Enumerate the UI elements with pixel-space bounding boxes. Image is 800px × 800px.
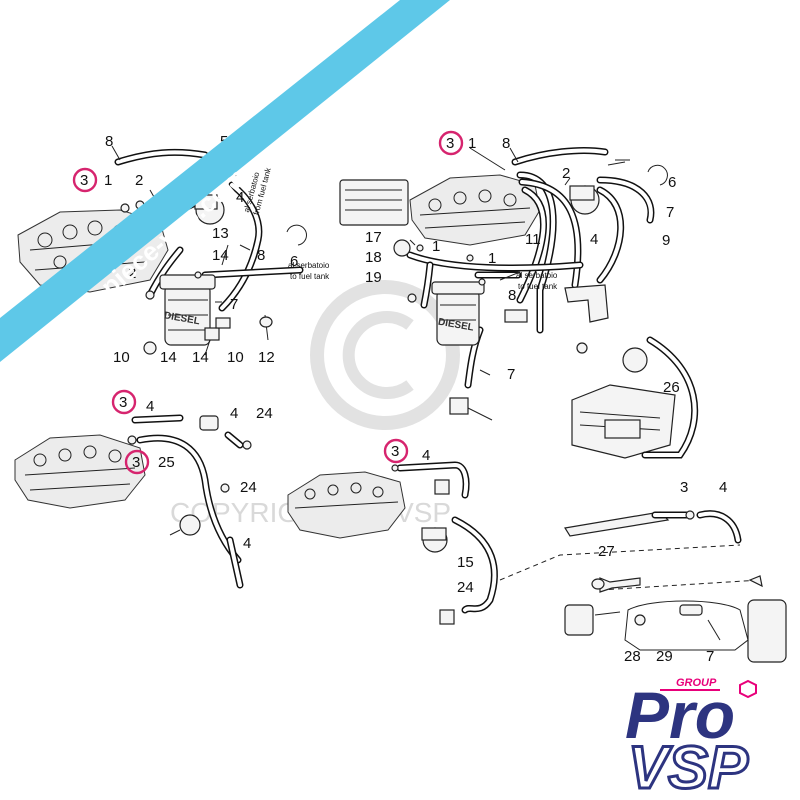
- callout: 17: [365, 229, 382, 246]
- callout: 8: [502, 135, 510, 152]
- callout: 12: [258, 349, 275, 366]
- assembly-middle-center: 3 4 15 24: [287, 438, 498, 625]
- callout: 1: [488, 250, 496, 267]
- callout: 2: [128, 265, 136, 282]
- callout: 26: [663, 379, 680, 396]
- callout: 14: [160, 349, 177, 366]
- callout: 28: [624, 648, 641, 665]
- callout: 10: [113, 349, 130, 366]
- highlight-ring: [438, 130, 464, 156]
- callout: 9: [662, 232, 670, 249]
- callout: 11: [525, 231, 541, 248]
- callout: 8: [508, 287, 516, 304]
- callout: 3: [119, 394, 127, 411]
- callout: 10: [227, 349, 244, 366]
- callout: 18: [365, 249, 382, 266]
- callout: 24: [457, 579, 474, 596]
- callout: 2: [135, 172, 143, 189]
- assembly-middle-left: 3 4 4 24 3 25 24 4: [14, 389, 273, 589]
- callout: 24: [256, 405, 273, 422]
- note-to-tank-en-1: to fuel tank: [290, 272, 330, 281]
- note-to-tank-it-2: al serbatoio: [516, 271, 558, 280]
- callout: 24: [240, 479, 257, 496]
- callout: 6: [668, 174, 676, 191]
- callout: 3: [391, 443, 399, 460]
- note-to-tank-it-1: al serbatoio: [288, 261, 330, 270]
- highlight-ring: [111, 389, 137, 415]
- callout: 7: [666, 204, 674, 221]
- callout: 15: [457, 554, 474, 571]
- callout: 4: [236, 189, 244, 206]
- callout: 4: [243, 535, 251, 552]
- logo-vsp-text: VSP: [628, 734, 749, 800]
- callout: 1: [104, 172, 112, 189]
- callout: 1: [468, 135, 476, 152]
- callout: 27: [598, 543, 615, 560]
- callout: 14: [192, 349, 209, 366]
- callout: 19: [365, 269, 382, 286]
- callout: 25: [158, 454, 175, 471]
- highlight-ring: [124, 449, 150, 475]
- hexagon-icon: [739, 679, 757, 699]
- callout: 6: [290, 253, 298, 270]
- callout: 4: [719, 479, 727, 496]
- callout: 4: [146, 398, 154, 415]
- callout: 2: [562, 165, 570, 182]
- callout: 4: [230, 405, 238, 422]
- callout: 7: [507, 366, 515, 383]
- logo-pro-text: Pro: [625, 678, 735, 752]
- callout: 14: [212, 247, 229, 264]
- callout: 3: [80, 172, 88, 189]
- callout: 7: [230, 296, 238, 313]
- note-to-tank-en-2: to fuel tank: [518, 282, 558, 291]
- highlight-ring: [72, 167, 98, 193]
- callout: 8: [257, 247, 265, 264]
- callout: 29: [656, 648, 673, 665]
- callout: 3: [132, 454, 140, 471]
- callout: 4: [590, 231, 598, 248]
- callout: 13: [212, 225, 229, 242]
- callout: 4: [422, 447, 430, 464]
- provsp-logo: GROUP Pro VSP: [625, 677, 757, 800]
- callout: 8: [105, 133, 113, 150]
- highlight-ring: [383, 438, 409, 464]
- callout: 3: [680, 479, 688, 496]
- assembly-top-right: DIESEL al serbatoio to fuel tank 3 1 8 2…: [339, 130, 699, 459]
- logo-group-text: GROUP: [676, 677, 717, 689]
- callout: 3: [446, 135, 454, 152]
- assembly-bottom-right: 3 4 27 28 29 7: [499, 479, 787, 665]
- callout: 7: [706, 648, 714, 665]
- callout: 1: [432, 238, 440, 255]
